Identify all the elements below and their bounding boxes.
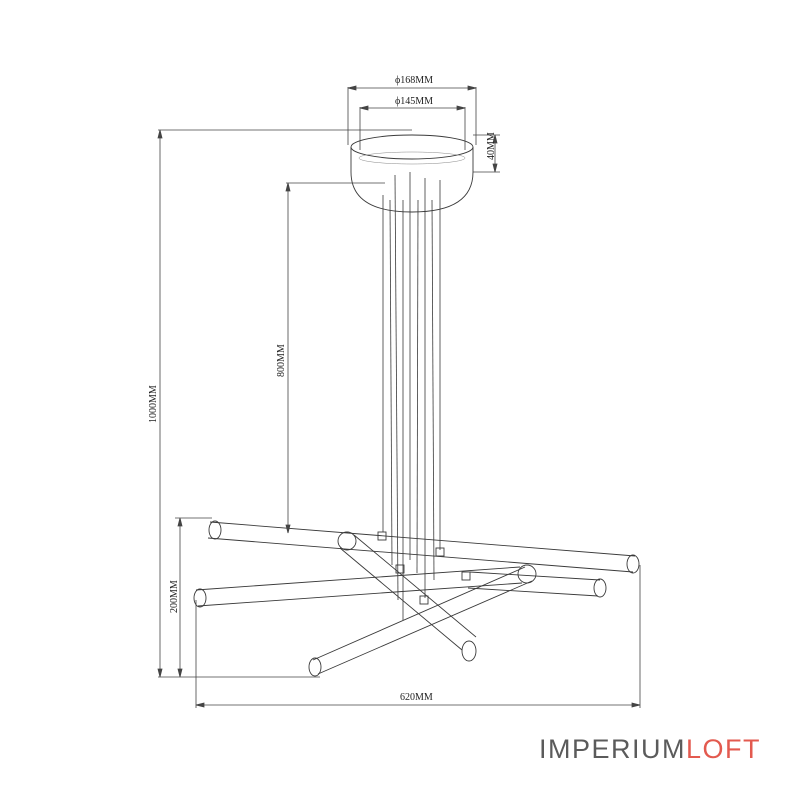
- dim-total-height: 1000MM: [148, 385, 159, 423]
- brand-logo-part1: IMPERIUM: [539, 734, 686, 764]
- dim-fixture-width: 620MM: [400, 692, 433, 703]
- canopy: [350, 134, 474, 213]
- dim-canopy-inner-diameter: ϕ145MM: [395, 96, 433, 107]
- suspension-cables: [382, 172, 441, 620]
- connectors: [377, 531, 471, 605]
- tube-4: [308, 564, 537, 677]
- brand-logo: IMPERIUMLOFT: [539, 734, 761, 765]
- dimension-lines: [157, 85, 641, 708]
- tube-1: [207, 520, 640, 574]
- dim-canopy-outer-diameter: ϕ168MM: [395, 75, 433, 86]
- light-tubes: [193, 520, 640, 677]
- tube-5: [467, 571, 607, 598]
- dim-cable-length: 800MM: [276, 344, 287, 377]
- tube-2: [193, 566, 523, 608]
- tube-3: [337, 531, 477, 662]
- dim-fixture-height: 200MM: [169, 580, 180, 613]
- brand-logo-part2: LOFT: [686, 734, 762, 764]
- dim-canopy-height: 40MM: [486, 132, 497, 160]
